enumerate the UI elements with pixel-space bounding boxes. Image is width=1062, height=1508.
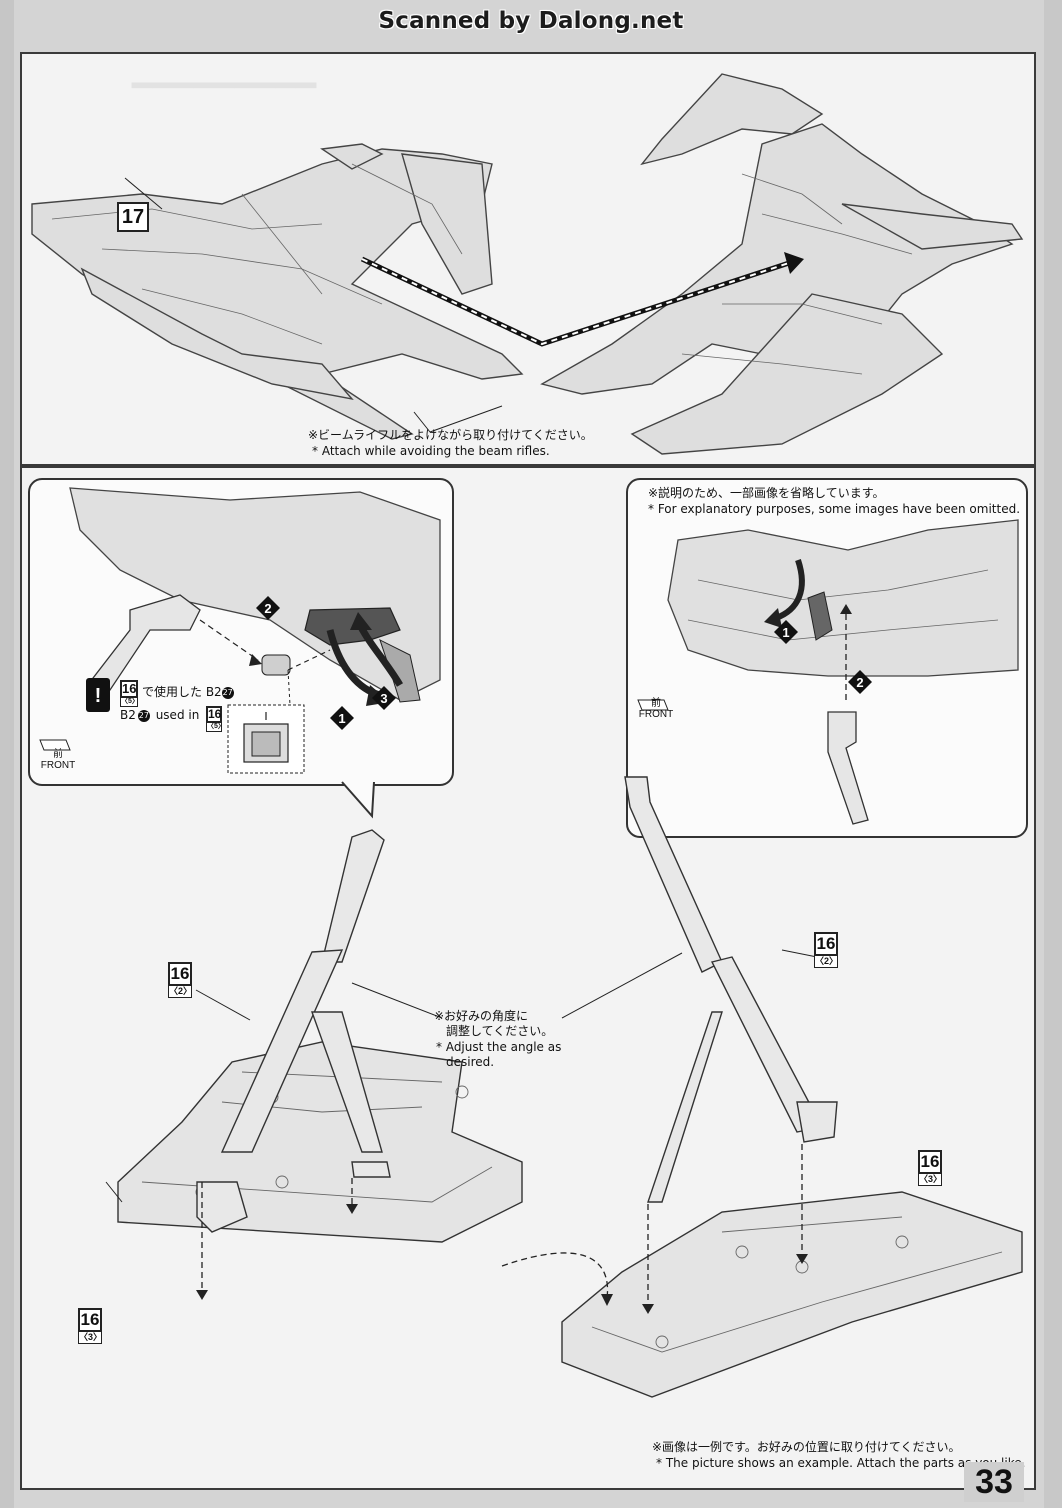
stand-assembly-panel: 1 2 3 ! bbox=[20, 466, 1036, 1490]
beam-rifle-note-en: * Attach while avoiding the beam rifles. bbox=[312, 444, 550, 458]
step-diamond-3: 3 bbox=[372, 686, 396, 710]
wing-unit-drawing bbox=[540, 73, 1024, 455]
right-base-details bbox=[591, 1216, 1003, 1353]
socket-part bbox=[807, 591, 833, 641]
warning-icon: ! bbox=[86, 678, 110, 712]
left-detail-drawing: 1 2 3 ! bbox=[39, 487, 441, 774]
part-tag-16-3-left: 16 〈3〉 bbox=[78, 1308, 103, 1344]
warning-ref-tag-en: 16 〈5〉 bbox=[206, 706, 225, 732]
step-diamond-2: 2 bbox=[256, 596, 280, 620]
right-detail-drawing: 1 2 bbox=[637, 519, 1019, 825]
body-unit-drawing bbox=[31, 143, 524, 440]
step-diamond-1: 1 bbox=[330, 706, 354, 730]
front-label: 前 FRONT bbox=[40, 749, 76, 771]
step-17-panel: ━━━━━━━━━ bbox=[20, 52, 1036, 466]
right-base bbox=[561, 1191, 1023, 1398]
step-diamond-1-right: 1 bbox=[774, 620, 798, 644]
part-number-circle: 27 bbox=[221, 686, 234, 699]
warning-ref-tag: 16 〈5〉 bbox=[120, 680, 139, 707]
front-direction-icon-right bbox=[637, 699, 669, 711]
part-tag-16-3-right: 16 〈3〉 bbox=[918, 1150, 943, 1186]
show-through-text: ━━━━━━━━━ bbox=[132, 66, 317, 106]
front-direction-icon bbox=[39, 739, 71, 751]
part-tag-16-2-right: 16 〈2〉 bbox=[814, 932, 839, 968]
step-17-illustration bbox=[31, 73, 1024, 455]
left-detail-callout: 1 2 3 ! bbox=[28, 478, 454, 786]
b2-part bbox=[261, 654, 291, 676]
stand-arm-end bbox=[827, 711, 869, 825]
beam-rifle-note-jp: ※ビームライフルをよけながら取り付けてください。 bbox=[308, 428, 593, 442]
svg-text:1: 1 bbox=[782, 625, 789, 640]
left-base bbox=[117, 1041, 523, 1243]
svg-text:1: 1 bbox=[338, 711, 345, 726]
svg-text:!: ! bbox=[95, 685, 102, 707]
step-number-17: 17 bbox=[117, 202, 149, 232]
svg-text:2: 2 bbox=[856, 675, 863, 690]
angle-note-en-1: * Adjust the angle as bbox=[436, 1040, 562, 1054]
warning-text-jp: で使用した B227 bbox=[142, 685, 234, 699]
omitted-note-jp: ※説明のため、一部画像を省略しています。 bbox=[648, 486, 885, 500]
omitted-note-en: * For explanatory purposes, some images … bbox=[648, 502, 1021, 516]
angle-note-jp-1: ※お好みの角度に bbox=[434, 1009, 529, 1023]
scan-watermark: Scanned by Dalong.net bbox=[378, 8, 684, 34]
part-tag-16-2-left: 16 〈2〉 bbox=[168, 962, 193, 998]
example-note-en: * The picture shows an example. Attach t… bbox=[656, 1456, 1026, 1470]
svg-text:3: 3 bbox=[380, 691, 387, 706]
front-label-right: 前 FRONT bbox=[638, 698, 674, 720]
right-detail-callout: 1 2 ※説明のため、一部画像を省略しています。 * For explanato… bbox=[626, 478, 1028, 838]
left-stand-arm bbox=[196, 829, 391, 1233]
stand-arm-piece bbox=[88, 594, 201, 691]
stand-assembly-drawing bbox=[105, 776, 1023, 1398]
step-diamond-2-right: 2 bbox=[848, 670, 872, 694]
right-stand-arm bbox=[624, 776, 838, 1203]
angle-note-en-2: desired. bbox=[446, 1055, 495, 1069]
page-number: 33 bbox=[964, 1462, 1024, 1502]
example-note-jp: ※画像は一例です。お好みの位置に取り付けてください。 bbox=[652, 1440, 961, 1454]
angle-note-jp-2: 調整してください。 bbox=[446, 1024, 554, 1038]
svg-text:2: 2 bbox=[264, 601, 271, 616]
